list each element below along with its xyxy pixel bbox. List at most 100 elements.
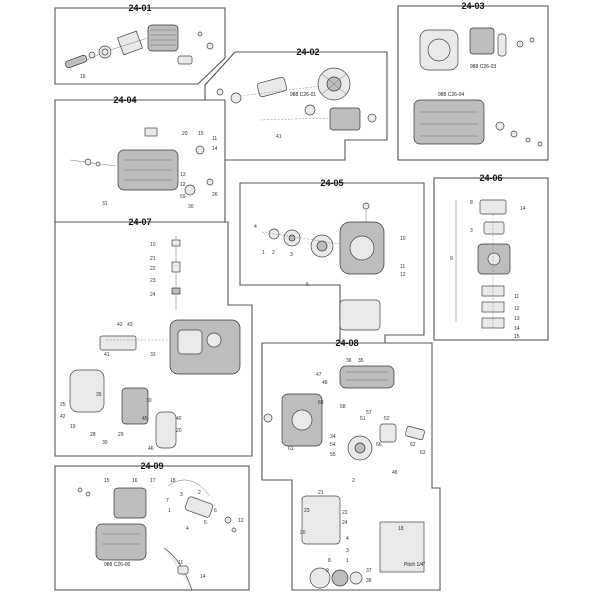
- callout-label: 23: [304, 508, 310, 514]
- section-24-04[interactable]: 24-04 20 15 11 14 31 13 12 26 59 30: [54, 95, 226, 226]
- flywheel-assembly-drawing: [216, 67, 377, 131]
- callout-label: 14: [212, 146, 218, 152]
- callout-label: 26: [212, 192, 218, 198]
- callout-label: 42: [60, 414, 66, 420]
- callout-label: 14: [200, 574, 206, 580]
- callout-label: 34: [330, 434, 336, 440]
- callout-label: 54: [330, 442, 336, 448]
- callout-label: 21: [318, 490, 324, 496]
- callout-label: 35: [96, 392, 102, 398]
- callout-label: 23: [150, 278, 156, 284]
- callout-label: 42: [117, 322, 123, 328]
- callout-label: 20: [176, 428, 182, 434]
- callout-label: 3: [346, 548, 349, 554]
- callout-label: 24: [342, 520, 348, 526]
- callout-label: 24: [150, 292, 156, 298]
- callout-label: 36: [346, 358, 352, 364]
- callout-label: 46: [392, 470, 398, 476]
- callout-label: 13: [514, 316, 520, 322]
- callout-label: 22: [342, 510, 348, 516]
- callout-label: 20: [300, 530, 306, 536]
- section-24-03[interactable]: 24-03 988 C26-03 988 C26-04: [397, 1, 549, 161]
- callout-label: 30: [102, 440, 108, 446]
- section-title-24-05: 24-05: [320, 178, 343, 188]
- section-title-24-07: 24-07: [128, 217, 151, 227]
- callout-label: 12: [514, 306, 520, 312]
- callout-label: 4: [186, 526, 189, 532]
- callout-label: 41: [104, 352, 110, 358]
- section-title-24-01: 24-01: [128, 3, 151, 13]
- callout-label: 40: [176, 416, 182, 422]
- callout-label: 30: [146, 398, 152, 404]
- callout-label: 60: [318, 400, 324, 406]
- callout-label: 52: [384, 416, 390, 422]
- section-title-24-06: 24-06: [479, 173, 502, 183]
- section-24-09[interactable]: 24-09 15 16 17 18 7 1 3 2 6 4 5 12 14 11…: [54, 461, 250, 591]
- callout-label: 57: [366, 410, 372, 416]
- callout-label: 25: [60, 402, 66, 408]
- section-24-05[interactable]: 24-05 4 1 2 3 10 11 12 5: [239, 178, 425, 349]
- callout-label: 10: [400, 236, 406, 242]
- callout-label: 21: [150, 256, 156, 262]
- callout-label: 11: [212, 136, 217, 142]
- callout-label: 1: [168, 508, 171, 514]
- section-title-24-08: 24-08: [335, 338, 358, 348]
- callout-label: 5: [204, 520, 207, 526]
- section-title-24-03: 24-03: [461, 1, 484, 11]
- handle-assembly-drawing: [77, 479, 237, 591]
- callout-label: 8: [328, 558, 331, 564]
- section-title-24-04: 24-04: [113, 95, 136, 105]
- callout-label: 55: [330, 452, 336, 458]
- callout-label: 19: [70, 424, 76, 430]
- callout-label: 22: [150, 266, 156, 272]
- callout-label: 2: [272, 250, 275, 256]
- callout-label: 9: [326, 568, 329, 574]
- callout-label: 45: [142, 416, 148, 422]
- callout-label: 12: [238, 518, 244, 524]
- clutch-brake-assembly-drawing: [263, 365, 425, 589]
- callout-label: 15: [198, 131, 204, 137]
- callout-label: 9: [450, 256, 453, 262]
- cylinder-assembly-drawing: [65, 24, 214, 69]
- callout-label: 28: [90, 432, 96, 438]
- callout-label: 48: [322, 380, 328, 386]
- callout-label: 61: [288, 446, 294, 452]
- callout-label: 11: [514, 294, 519, 300]
- carburetor-drawing: [455, 199, 511, 330]
- section-24-02[interactable]: 24-02 988 C26-01 41: [204, 47, 388, 161]
- section-24-06[interactable]: 24-06 8 9 14 3 11 12 13 14 15: [433, 173, 549, 341]
- callout-label: 16: [132, 478, 138, 484]
- callout-label: 20: [182, 131, 188, 137]
- part-number-annotation: 988 C26-04: [438, 92, 464, 98]
- callout-label: 5: [306, 282, 309, 288]
- callout-label: 35: [358, 358, 364, 364]
- callout-label: 14: [514, 326, 520, 332]
- callout-label: 16: [80, 74, 86, 80]
- callout-label: 43: [127, 322, 133, 328]
- part-number-annotation: 988 C26-01: [290, 92, 316, 98]
- section-24-07[interactable]: 24-07 10 21 22 23 24 42 43 41 33 35 25 3…: [54, 217, 253, 457]
- callout-label: 15: [104, 478, 110, 484]
- section-24-01[interactable]: 24-01 16: [54, 3, 226, 85]
- part-number-annotation: 988 C26-06: [104, 562, 130, 568]
- callout-label: 3: [290, 252, 293, 258]
- callout-label: 31: [102, 201, 108, 207]
- fan-housing-drawing: [413, 27, 543, 147]
- callout-label: 15: [514, 334, 520, 340]
- callout-label: 6: [214, 508, 217, 514]
- callout-label: 59: [180, 194, 186, 200]
- callout-label: 58: [340, 404, 346, 410]
- crankcase-drawing: [69, 127, 214, 196]
- callout-label: 12: [180, 182, 186, 188]
- callout-label: 46: [148, 446, 154, 452]
- callout-label: 13: [180, 172, 186, 178]
- callout-label: 2: [198, 490, 201, 496]
- callout-label: 10: [150, 242, 156, 248]
- section-24-08[interactable]: 24-08 36 35 47 48 60 58 57 51 52 61 34 5…: [261, 338, 441, 591]
- callout-label: 47: [316, 372, 322, 378]
- section-title-24-02: 24-02: [296, 47, 319, 57]
- callout-label: 51: [360, 416, 366, 422]
- callout-label: 30: [188, 204, 194, 210]
- callout-label: 7: [166, 498, 169, 504]
